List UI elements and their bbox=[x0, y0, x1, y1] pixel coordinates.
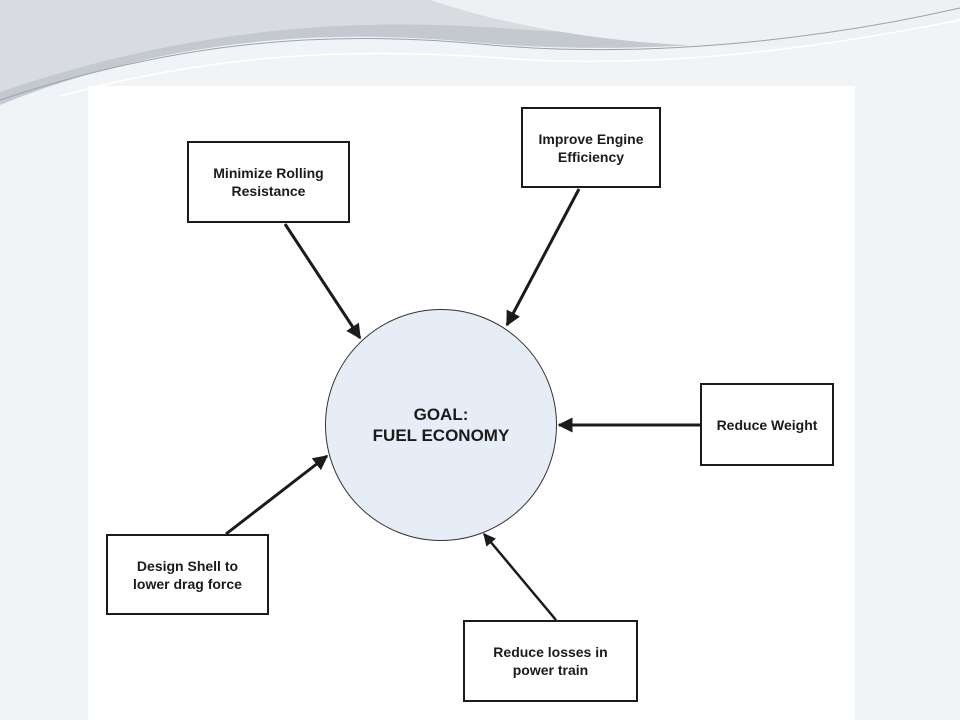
factor-reduce-weight: Reduce Weight bbox=[700, 383, 834, 466]
factor-improve-engine-efficiency: Improve Engine Efficiency bbox=[521, 107, 661, 188]
arrow-rolling-to-goal bbox=[283, 223, 362, 340]
factor-design-shell: Design Shell to lower drag force bbox=[106, 534, 269, 615]
arrow-powertrain-to-goal bbox=[483, 533, 557, 621]
goal-node: GOAL: FUEL ECONOMY bbox=[325, 309, 557, 541]
goal-label-line1: GOAL: bbox=[413, 405, 469, 424]
factor-label: Improve Engine Efficiency bbox=[538, 130, 644, 165]
factor-label: Reduce losses in power train bbox=[493, 644, 608, 678]
header-wave-white bbox=[430, 0, 960, 47]
factor-label: Design Shell to lower drag force bbox=[133, 557, 242, 592]
factor-minimize-rolling-resistance: Minimize Rolling Resistance bbox=[187, 141, 350, 223]
header-wave-line-2 bbox=[59, 19, 960, 97]
slide-header-waves bbox=[0, 0, 960, 105]
factor-label: Reduce Weight bbox=[716, 416, 818, 433]
arrow-engine-to-goal bbox=[505, 188, 581, 327]
arrow-drag-to-goal bbox=[225, 454, 329, 536]
goal-label-line2: FUEL ECONOMY bbox=[372, 426, 510, 445]
factor-label: Minimize Rolling Resistance bbox=[213, 165, 324, 199]
header-wave-line-1 bbox=[0, 7, 960, 101]
factor-reduce-power-train-losses: Reduce losses in power train bbox=[463, 620, 638, 702]
